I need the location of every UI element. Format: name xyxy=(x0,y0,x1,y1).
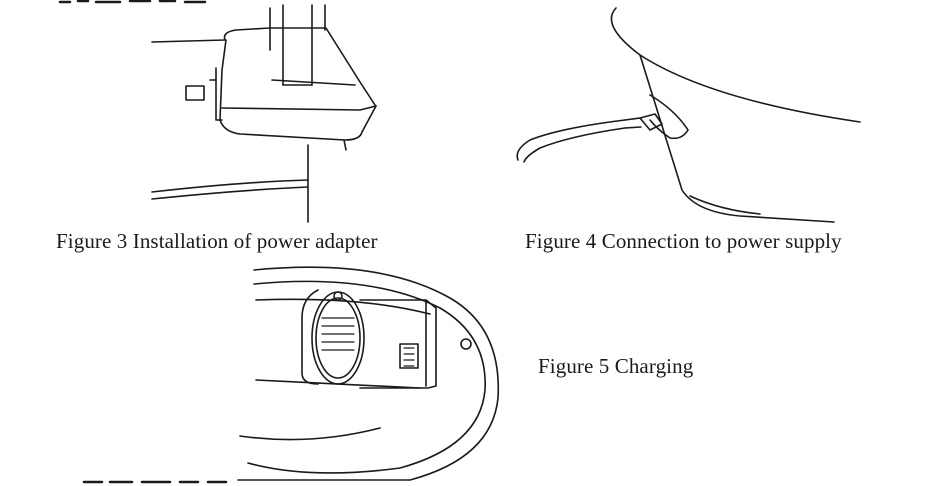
figure-4-illustration xyxy=(516,7,861,223)
figure-3-illustration xyxy=(58,0,377,223)
figure-4-caption: Figure 4 Connection to power supply xyxy=(525,229,842,253)
figure-5-caption: Figure 5 Charging xyxy=(538,354,694,378)
figure-3-caption: Figure 3 Installation of power adapter xyxy=(56,229,378,253)
cropped-text-fragment xyxy=(82,480,228,484)
figure-5-illustration xyxy=(237,266,500,481)
